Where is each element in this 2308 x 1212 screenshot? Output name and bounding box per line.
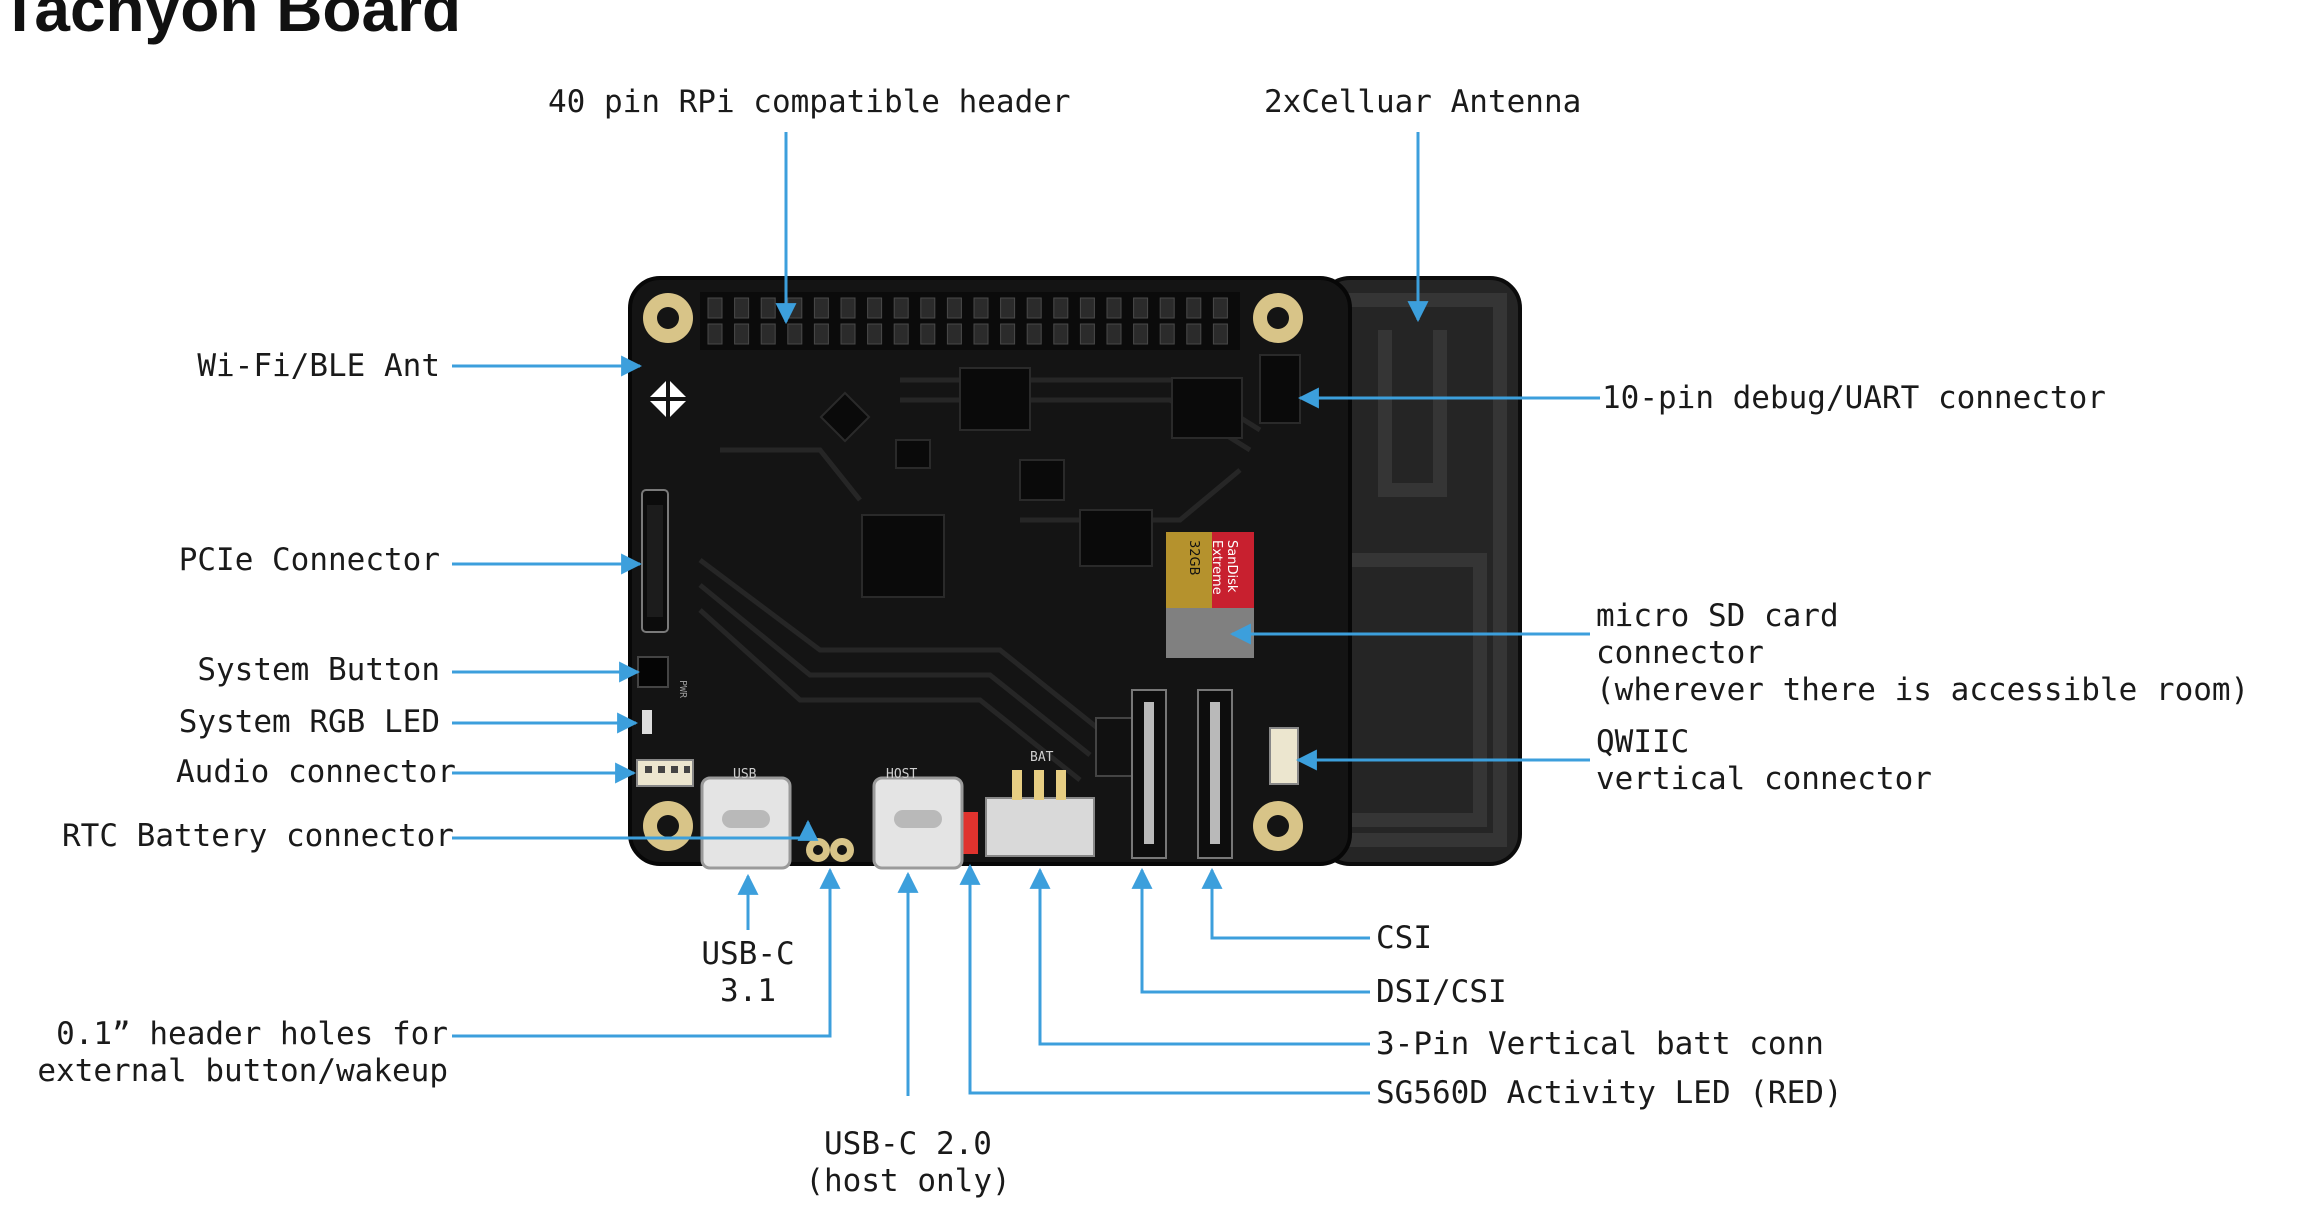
header-pin [1106,297,1122,319]
battery-connector [985,797,1095,857]
label-activity-led: SG560D Activity LED (RED) [1376,1075,1843,1111]
header-pin [946,323,962,345]
header-pin [1106,323,1122,345]
label-pcie-connector: PCIe Connector [178,542,440,578]
header-pin [734,323,750,345]
rgb-led [642,710,652,734]
gpio-header-pins [700,292,1240,350]
header-pin [893,323,909,345]
header-pin [867,323,883,345]
label-system-rgb-led: System RGB LED [178,704,440,740]
label-rtc-battery: RTC Battery connector [62,818,454,854]
qwiic-connector [1269,727,1299,785]
header-pin [1026,323,1042,345]
page-title: Tachyon Board [0,0,462,45]
sd-brand-text: SanDisk [1224,540,1239,593]
sd-capacity-text: 32GB [1186,540,1201,576]
header-pin [1212,323,1228,345]
header-pin [1212,297,1228,319]
header-pin [1186,323,1202,345]
header-holes [806,838,854,862]
header-pin [973,323,989,345]
label-wifi-ble-ant: Wi-Fi/BLE Ant [197,348,440,384]
header-pin [1079,297,1095,319]
bat-silkscreen: BAT [1030,750,1054,765]
header-pin [867,297,883,319]
header-pin [1159,297,1175,319]
camera-connectors [1131,689,1233,859]
header-pin [1186,297,1202,319]
label-usb-c-2-0: USB-C 2.0(host only) [805,1126,1011,1199]
header-pin [893,297,909,319]
label-audio-connector: Audio connector [176,754,456,790]
header-pin [1000,297,1016,319]
header-pin [787,297,803,319]
pwr-silkscreen: PWR [677,680,688,699]
header-pin [760,297,776,319]
header-pin [840,323,856,345]
header-pin [787,323,803,345]
header-pin [734,297,750,319]
header-pin [1026,297,1042,319]
ic-chips [819,354,1301,598]
header-pin [1133,297,1149,319]
callout-arrows [452,132,1600,1096]
header-pin [920,297,936,319]
header-pin [1133,323,1149,345]
label-csi: CSI [1376,920,1432,956]
header-pin [760,323,776,345]
label-dsi-csi: DSI/CSI [1376,974,1507,1010]
system-button [637,656,669,688]
label-system-button: System Button [197,652,440,688]
label-batt-connector: 3-Pin Vertical batt conn [1376,1026,1824,1062]
header-pin [946,297,962,319]
particle-logo-icon [648,379,688,419]
pcb-traces [698,377,1262,782]
header-pin [813,323,829,345]
header-pin [813,297,829,319]
header-pin [973,297,989,319]
mounting-holes [643,293,1303,851]
header-pin [1159,323,1175,345]
sd-line-text: Extreme [1209,540,1224,595]
header-pin [920,323,936,345]
host-silkscreen: HOST [886,767,917,782]
usb-c-ports [700,776,964,870]
label-40-pin-header: 40 pin RPi compatible header [548,84,1071,120]
header-pin [707,297,723,319]
header-pin [707,323,723,345]
label-cellular-antenna: 2xCelluar Antenna [1264,84,1582,120]
header-pin [1000,323,1016,345]
usb-silkscreen: USB [733,767,757,782]
header-pin [1053,297,1069,319]
label-debug-uart: 10-pin debug/UART connector [1602,380,2106,416]
header-pin [840,297,856,319]
header-pin [1053,323,1069,345]
header-pin [1079,323,1095,345]
